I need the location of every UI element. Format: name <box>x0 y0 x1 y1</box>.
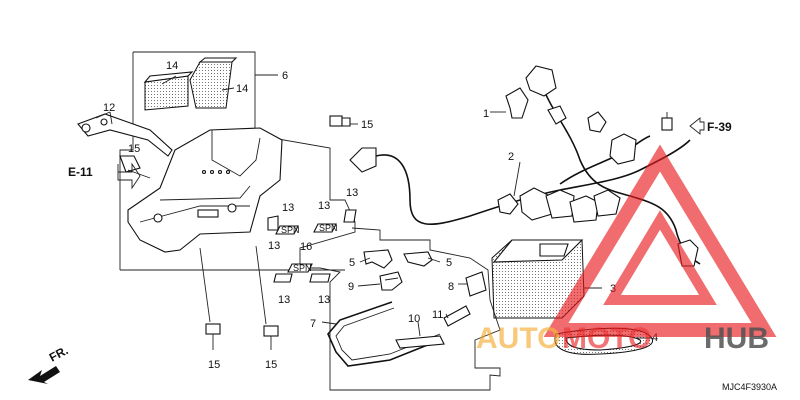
bolt-part-15-bottom-left <box>199 247 221 350</box>
spn-tag-part-16: SPN <box>287 263 313 273</box>
spn-tag-part-13b: SPN <box>313 223 338 233</box>
clamp-part-5-left <box>363 249 393 269</box>
bolt-part-15-bottom-right <box>255 245 279 350</box>
bolt-part-15-top <box>329 115 358 127</box>
callout-16: 16 <box>300 241 312 253</box>
automotohub-watermark: AUTO MOTO HUB <box>476 144 777 355</box>
spn-tag-part-13a: SPN <box>275 225 300 235</box>
callout-13e: 13 <box>278 294 290 306</box>
stay-part-1 <box>490 87 529 119</box>
callout-6: 6 <box>282 70 288 82</box>
callout-13f: 13 <box>318 294 330 306</box>
callout-11: 11 <box>432 309 443 321</box>
callout-15b: 15 <box>128 143 140 155</box>
bolt-f39-ref <box>661 112 673 131</box>
ref-arrow-e11 <box>117 162 141 190</box>
watermark-triangle-inner <box>603 210 717 305</box>
ecu-part-3 <box>491 239 602 319</box>
front-direction-arrow <box>28 366 60 384</box>
svg-text:SPN: SPN <box>281 225 300 235</box>
tube-part-10 <box>395 321 445 349</box>
ref-arrow-f39 <box>689 117 705 135</box>
callout-2: 2 <box>508 151 514 163</box>
clip-part-13d <box>267 215 279 231</box>
hose-part-7 <box>321 301 441 367</box>
holder-part-6 <box>127 127 283 253</box>
callout-9: 9 <box>348 281 354 293</box>
ref-label-e11: E-11 <box>68 165 93 179</box>
callout-15d: 15 <box>265 359 277 371</box>
callout-13d: 13 <box>268 240 280 252</box>
diagram-code: MJC4F3930A <box>722 382 777 392</box>
clip-part-13c <box>343 209 357 223</box>
callout-13a: 13 <box>282 202 294 214</box>
sponge-pad-part-14 <box>143 57 238 111</box>
callout-5a: 5 <box>349 257 355 269</box>
callout-8: 8 <box>448 281 454 293</box>
svg-text:SPN: SPN <box>293 263 312 273</box>
watermark-hub: HUB <box>704 322 769 355</box>
band-part-8 <box>465 271 487 297</box>
tube-part-11 <box>443 305 471 327</box>
ref-label-f39: F-39 <box>707 120 732 134</box>
tag-part-13f <box>309 273 331 283</box>
callout-13b: 13 <box>318 200 330 212</box>
callout-12: 12 <box>103 102 115 114</box>
callout-14b: 14 <box>236 83 248 95</box>
svg-text:SPN: SPN <box>319 223 338 233</box>
callout-15a: 15 <box>361 119 373 131</box>
callout-15c: 15 <box>208 359 220 371</box>
watermark-moto: MOTO <box>562 322 651 355</box>
rubber-part-9 <box>379 271 403 291</box>
callout-14a: 14 <box>166 60 178 72</box>
wire-harness-part-2 <box>349 65 701 267</box>
clamp-part-5-right <box>403 251 433 267</box>
callout-1: 1 <box>483 108 489 120</box>
callout-13c: 13 <box>346 187 358 199</box>
callout-5b: 5 <box>446 257 452 269</box>
front-label: FR. <box>47 343 71 364</box>
callout-4: 4 <box>652 332 658 344</box>
watermark-triangle-outer <box>543 144 777 337</box>
callout-10: 10 <box>408 313 420 325</box>
bolt-part-15-left <box>119 155 151 179</box>
watermark-auto: AUTO <box>476 322 560 355</box>
tag-part-13e <box>273 273 293 283</box>
callout-7: 7 <box>310 318 316 330</box>
stay-bracket-part-12 <box>77 111 173 157</box>
